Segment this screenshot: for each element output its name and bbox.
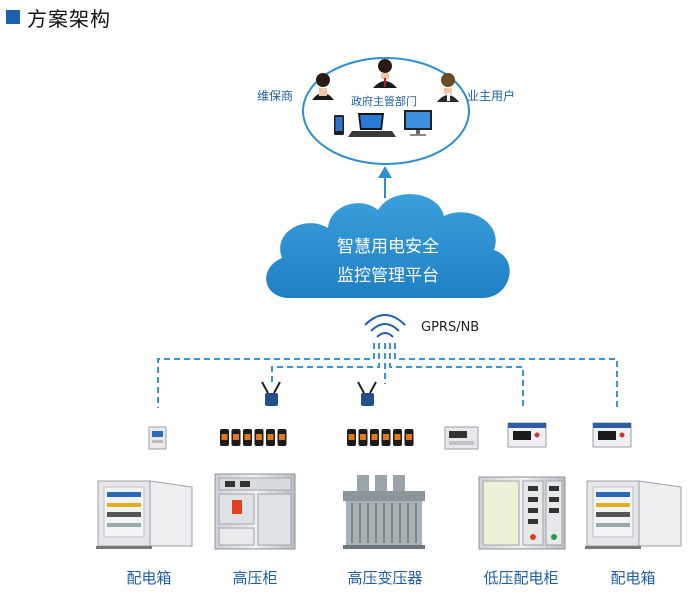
upload-arrow — [378, 166, 392, 198]
transformer-image — [343, 475, 425, 549]
distribution-box-image — [585, 480, 682, 549]
device-label: 高压柜 — [232, 569, 277, 587]
high-voltage-cabinet-image — [214, 473, 296, 550]
owner-person-icon — [437, 73, 459, 102]
distribution-box-image — [96, 480, 193, 549]
antenna-module-icon — [357, 381, 377, 406]
page-title: 方案架构 — [27, 7, 111, 31]
header-square-icon — [6, 10, 20, 24]
antenna-module-icon — [261, 381, 281, 406]
desktop-monitor-icon — [404, 110, 432, 136]
government-label: 政府主管部门 — [351, 94, 417, 108]
owner-label: 业主用户 — [467, 88, 515, 103]
device-label: 配电箱 — [610, 569, 655, 587]
device-label: 高压变压器 — [347, 569, 422, 587]
cloud-label-line2: 监控管理平台 — [337, 266, 439, 286]
vendor-label: 维保商 — [257, 88, 293, 103]
government-person-icon — [373, 59, 397, 88]
energy-meter-icon — [444, 426, 479, 450]
vendor-person-icon — [312, 73, 334, 100]
network-label: GPRS/NB — [421, 320, 479, 335]
monitor-device-icon — [507, 422, 547, 448]
user-group-ellipse — [302, 57, 470, 165]
cloud-platform-shape — [266, 194, 510, 298]
wireless-signal-icon — [364, 314, 406, 338]
cloud-label-line1: 智慧用电安全 — [337, 237, 439, 257]
monitor-device-icon — [592, 422, 632, 448]
current-transformer-row-icon — [347, 429, 414, 446]
device-label: 低压配电柜 — [483, 569, 558, 587]
low-voltage-cabinet-image — [478, 476, 566, 550]
network-dashed-lines — [157, 343, 618, 408]
phone-icon — [334, 115, 344, 135]
device-label: 配电箱 — [126, 569, 171, 587]
current-transformer-row-icon — [220, 429, 287, 446]
laptop-icon — [348, 113, 396, 137]
din-meter-icon — [148, 426, 167, 450]
